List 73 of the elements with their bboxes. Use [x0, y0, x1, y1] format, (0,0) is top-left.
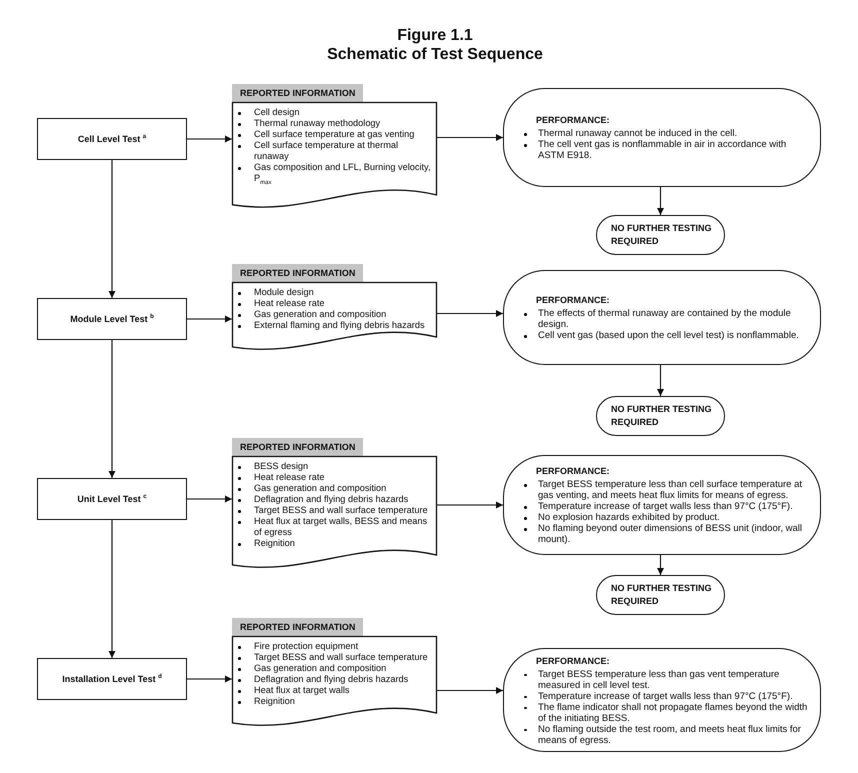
bullet-item: Temperature increase of target walls less than 97°C (175°F).: [518, 501, 810, 512]
test-level-box: [37, 118, 187, 160]
test-level-box: [37, 478, 187, 520]
bullet-item: Deflagration and flying debris hazards: [232, 494, 433, 505]
bullet-item: Deflagration and flying debris hazards: [232, 674, 433, 685]
box-label: NO FURTHER TESTING REQUIRED: [611, 582, 712, 608]
box-label: Installation Level Test $^{d}$: [62, 674, 162, 684]
arrow: [187, 136, 232, 142]
bullet-item: Target BESS and wall surface temperature: [232, 505, 433, 516]
rounded-box: [503, 648, 821, 752]
bullet-item: No flaming beyond outer dimensions of BESS unit (indoor, wall mount).: [518, 523, 810, 545]
arrow: [187, 496, 232, 502]
bullet-item: Gas generation and composition: [232, 309, 433, 320]
bullet-item: BESS design: [232, 461, 433, 472]
figure-title: Figure 1.1 Schematic of Test Sequence: [326, 26, 544, 64]
bullet-item: No flaming outside the test room, and meets heat flux limits for means of egress.: [518, 724, 810, 746]
box-heading: PERFORMANCE:: [535, 654, 610, 666]
arrow: [657, 555, 664, 575]
box-label: NO FURTHER TESTING REQUIRED: [611, 222, 712, 248]
bullet-item: Reignition: [232, 538, 433, 549]
bullet-item: The effects of thermal runaway are contained by the module design.: [518, 308, 810, 330]
section-heading: REPORTED INFORMATION: [232, 84, 364, 102]
bullet-item: The flame indicator shall not propagate flames beyond the width of the initiating BESS.: [518, 702, 810, 724]
bullet-item: Thermal runaway methodology: [232, 118, 433, 129]
box-label: Cell Level Test $^{a}$: [78, 134, 146, 144]
bullet-item: Target BESS and wall surface temperature: [232, 652, 433, 663]
bullet-item: Gas generation and composition: [232, 483, 433, 494]
arrow: [437, 310, 503, 317]
bullet-item: Module design: [232, 287, 433, 298]
bullet-item: Heat flux at target walls, BESS and means of egress: [232, 516, 433, 538]
bullet-item: Cell surface temperature at gas venting: [232, 129, 433, 140]
bullet-item: Gas generation and composition: [232, 663, 433, 674]
bullet-item: The cell vent gas is nonflammable in air in accordance with ASTM E918.: [518, 139, 810, 161]
bullet-item: Thermal runaway cannot be induced in the cell.: [518, 128, 810, 139]
section-heading: REPORTED INFORMATION: [232, 618, 364, 636]
bullet-item: Temperature increase of target walls less than 97°C (175°F).: [518, 690, 810, 702]
bullet-item: Heat flux at target walls: [232, 685, 433, 696]
bullet-item: Fire protection equipment: [232, 641, 433, 652]
terminal-box: [596, 215, 725, 255]
arrow: [108, 160, 116, 298]
box-label: Module Level Test $^{b}$: [70, 314, 154, 324]
rounded-box: [503, 455, 821, 555]
bullet-item: Gas composition and LFL, Burning velocity, P$_{max}$: [232, 162, 433, 189]
arrow: [657, 365, 664, 396]
bullet-item: Heat release rate: [232, 472, 433, 483]
box-label: NO FURTHER TESTING REQUIRED: [611, 403, 712, 429]
arrow: [108, 520, 116, 658]
test-level-box: [37, 298, 187, 340]
arrow: [187, 316, 232, 322]
arrow: [187, 676, 232, 682]
box-heading: PERFORMANCE:: [535, 465, 610, 477]
arrow: [108, 340, 116, 478]
box-heading: PERFORMANCE:: [535, 294, 610, 306]
box-label: Unit Level Test $^{c}$: [77, 494, 147, 504]
bullet-item: No explosion hazards exhibited by product.: [518, 512, 810, 523]
section-heading: REPORTED INFORMATION: [232, 438, 364, 456]
bullet-item: Cell surface temperature at thermal runaway: [232, 140, 433, 162]
arrow: [657, 187, 664, 215]
arrow: [437, 134, 503, 141]
bullet-item: Cell design: [232, 107, 433, 118]
bullet-item: Cell vent gas (based upon the cell level test) is nonflammable.: [518, 330, 810, 341]
box-heading: PERFORMANCE:: [535, 114, 610, 126]
arrow: [437, 502, 503, 508]
bullet-item: Target BESS temperature less than cell surface temperature at gas venting, and meets heat flux limits for means of egress.: [518, 479, 810, 501]
bullet-item: Heat release rate: [232, 298, 433, 309]
bullet-item: External flaming and flying debris hazards: [232, 320, 433, 331]
test-level-box: [37, 658, 187, 700]
section-heading: REPORTED INFORMATION: [232, 264, 364, 282]
bullet-item: Reignition: [232, 696, 433, 707]
arrow: [437, 687, 503, 694]
terminal-box: [596, 396, 725, 436]
terminal-box: [596, 575, 725, 615]
bullet-item: Target BESS temperature less than gas vent temperature measured in cell level test.: [518, 668, 810, 690]
